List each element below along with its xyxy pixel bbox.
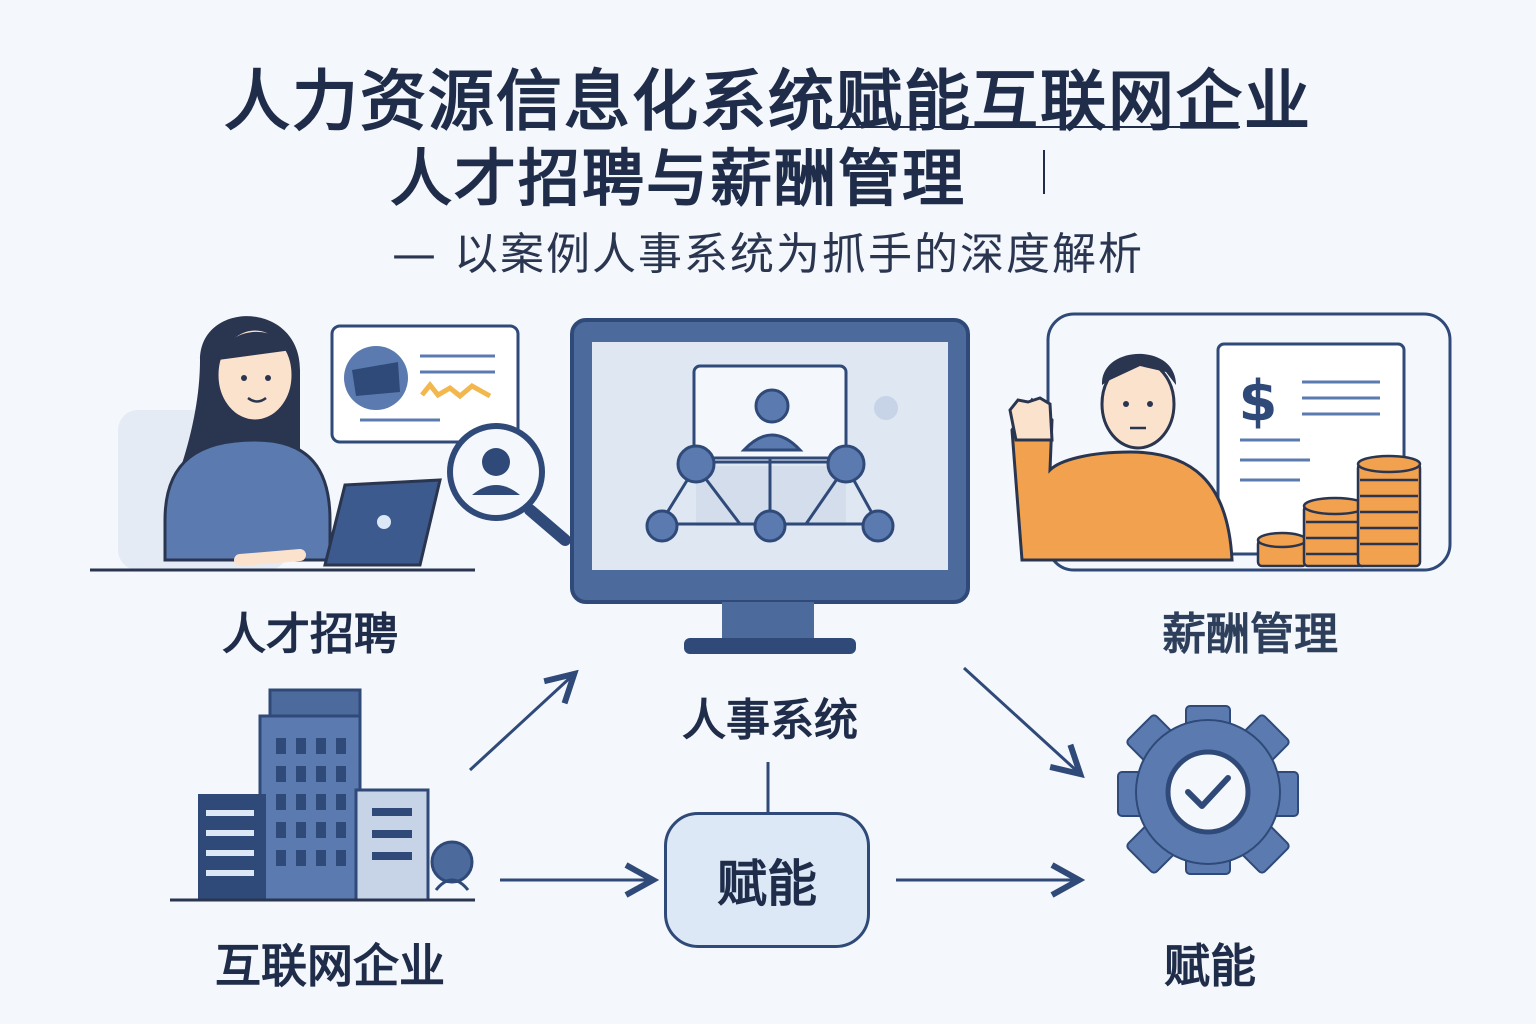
title-underline [820,126,1240,128]
salary-illustration [1008,312,1452,572]
title-tick-mark [1043,150,1045,194]
buildings-icon [170,688,475,902]
main-title-line2: 人才招聘与薪酬管理 [389,142,966,215]
resume-card-icon [330,324,520,444]
enterprise-label: 互联网企业 [215,939,445,993]
arrow-enterprise-to-hr [468,676,572,772]
coin-stacks-icon [1256,454,1422,568]
empower-result-label: 赋能 [1164,939,1256,993]
hr-system-monitor [570,318,970,654]
connector-arrows [468,666,1078,880]
hr-system-label: 人事系统 [682,695,858,746]
salary-label: 薪酬管理 [1162,609,1338,660]
recruiter-illustration [90,316,475,572]
gear-check-icon [1117,705,1299,875]
subtitle: — 以案例人事系统为抓手的深度解析 [392,229,1144,280]
recruitment-label: 人才招聘 [222,609,398,660]
magnifier-icon [447,423,571,546]
empower-node: 赋能 [664,812,870,948]
arrow-hr-to-gear [962,666,1078,772]
dollar-sign-icon: $ [1239,369,1278,434]
